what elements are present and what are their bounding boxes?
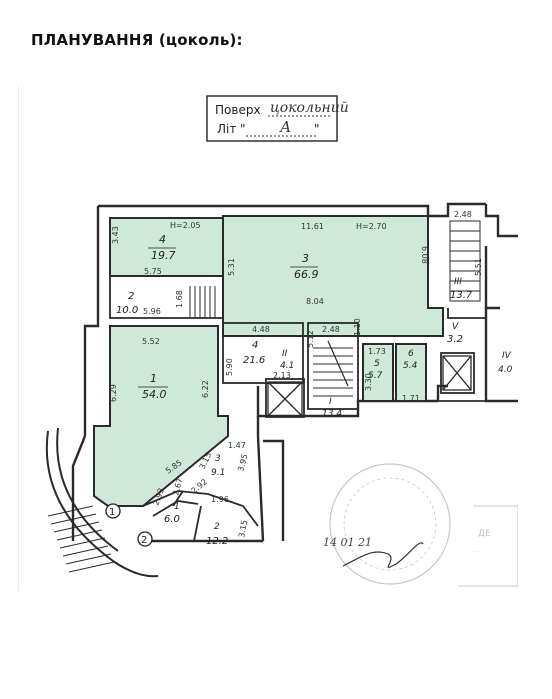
dimension: 5.51 [474,258,483,276]
svg-text:...: ... [473,546,480,554]
room-area: 5.4 [403,361,418,371]
dimension: 3.15 [237,519,249,538]
dimension: H=2.05 [170,221,201,230]
room-number: V [452,322,459,332]
room-labels: 4 19.7 3 66.9 2 10.0 1 54.0 4 21.6 II 4.… [116,233,513,547]
room-number: 5 [374,359,380,369]
room-area: 9.1 [211,468,225,478]
dimension: 5.12 [306,330,315,348]
dimension: 2.48 [454,210,472,219]
room-area: 66.9 [294,268,319,281]
dimension: 11.61 [301,222,324,231]
room-number: 1 [150,372,157,385]
interior-walls [109,276,487,542]
dimension: 5.90 [225,358,234,376]
dimension: 1.73 [368,347,386,356]
room-area: 21.6 [243,355,265,366]
room-number: 6 [408,349,414,359]
dimension: 6.08 [420,246,429,264]
letter-quote-close: " [314,122,320,136]
main-rooms [93,215,444,507]
dimension: 5.52 [142,337,160,346]
room-area: 3.2 [447,334,463,345]
room-number: 1 [174,502,180,512]
dimension: 3.95 [236,453,249,473]
letter-value: А [279,118,291,136]
svg-text:ДЕ: ДЕ [478,529,491,539]
room-5 [362,343,394,402]
room-number: 4 [252,340,258,351]
room-1 [93,325,229,507]
dimension: 8.04 [306,297,324,306]
dimension: 5.96 [143,307,161,316]
page-title: ПЛАНУВАННЯ (цоколь): [31,31,243,49]
dimension: 1.47 [228,441,246,450]
letter-label: Літ [217,122,236,136]
dimension: 2.13 [273,371,291,380]
room-number: III [454,277,462,287]
room-area: 13.7 [450,290,473,301]
room-number: IV [502,351,512,361]
room-number: II [282,349,288,359]
room-number: 3 [215,454,221,464]
axis-markers: 1 2 [105,503,153,547]
dimension: 1.96 [211,495,229,504]
room-area: 12.2 [206,536,228,547]
room-area: 4.1 [280,361,294,371]
dimension: 1.68 [175,290,184,308]
dimension: 6.29 [109,384,118,402]
dimension: 3.43 [111,226,120,244]
dimension: 2.48 [322,325,340,334]
room-area: 5.7 [368,371,383,381]
signature: 14 01 21 [323,536,424,568]
room-area: 10.0 [116,305,138,316]
stamp-date: 14 01 21 [323,536,372,549]
stamp: ДЕ ... [329,463,519,587]
floor-label-box: Поверх цокольний Літ " А " [206,95,349,142]
room-area: 54.0 [142,388,167,401]
elevator-shafts [267,355,472,417]
stair-right [449,220,481,302]
room-area: 4.0 [498,365,513,375]
axis-marker-2: 2 [141,535,147,546]
dimension: 5.75 [144,267,162,276]
room-4-top [109,217,224,277]
dimension: 3.30 [364,373,373,391]
room-area: 13.4 [322,409,342,419]
curved-wall [45,427,159,578]
floor-value: цокольний [270,100,349,116]
axis-marker-1: 1 [109,507,115,518]
letter-quote-open: " [240,122,246,136]
room-area: 6.0 [164,514,180,525]
dimension: 5.31 [227,258,236,276]
dimension: 2.67 [171,477,184,497]
stair-top-left [189,286,216,318]
dimension: H=2.70 [356,222,387,231]
floor-label: Поверх [215,103,261,117]
room-6 [395,343,427,402]
dimension: 4.48 [252,325,270,334]
dimension: 6.22 [201,380,210,398]
stair-center [313,340,353,397]
room-number: 2 [214,522,220,532]
room-number: 4 [159,233,166,246]
room-area: 19.7 [151,249,176,262]
floor-plan: Поверх цокольний Літ " А " [17,86,519,591]
room-number: 2 [128,291,134,302]
room-number: I [329,397,332,407]
room-number: 3 [302,252,309,265]
dimension: 1.10 [353,318,362,336]
dimension: 1.71 [402,394,420,403]
room-3 [222,215,444,337]
